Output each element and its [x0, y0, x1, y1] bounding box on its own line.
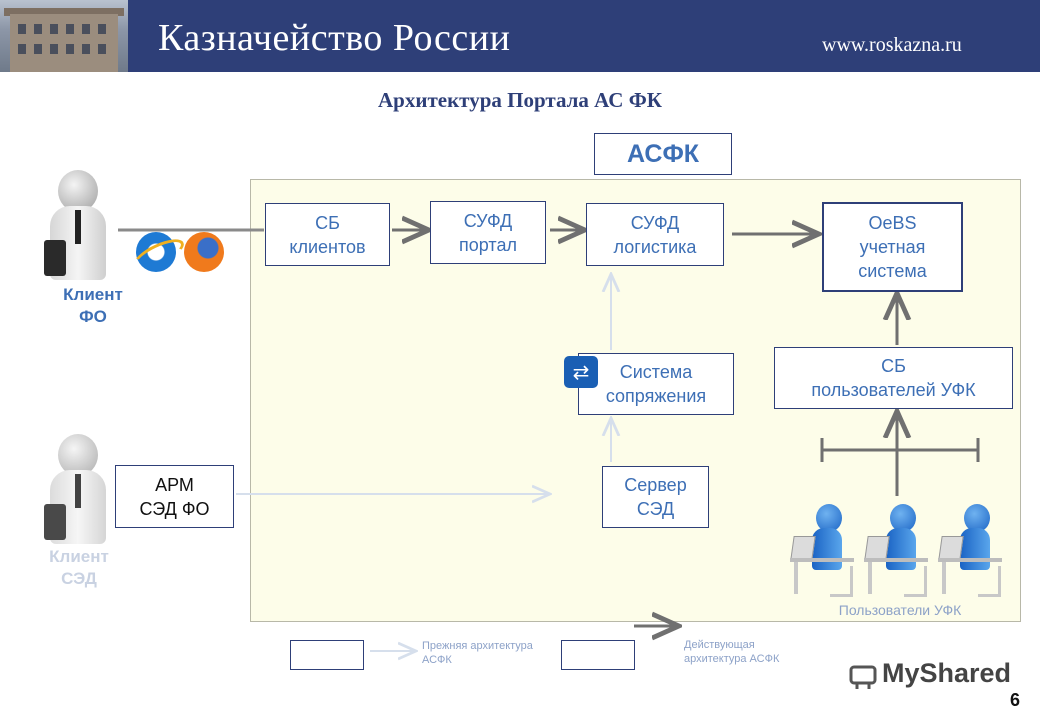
- client-fo-label: Клиент ФО: [63, 285, 123, 326]
- slide-title: Архитектура Портала АС ФК: [378, 88, 662, 112]
- briefcase-icon: [44, 240, 66, 276]
- asfk-label-box: АСФК: [594, 133, 732, 175]
- legend-current-box: [561, 640, 635, 670]
- logo-my: My: [882, 658, 920, 688]
- header-bar: Казначейство России www.roskazna.ru: [0, 0, 1040, 72]
- sufd-portal-box: СУФД портал: [430, 201, 546, 264]
- logo-shared: Shared: [919, 658, 1012, 688]
- worker-icon: [938, 500, 1002, 597]
- myshared-logo: MyShared: [848, 658, 1011, 689]
- sb-clients-box: СБ клиентов: [265, 203, 390, 266]
- header-title: Казначейство России: [158, 17, 511, 59]
- header-url[interactable]: www.roskazna.ru: [822, 34, 962, 56]
- firefox-icon: [184, 232, 224, 272]
- sufd-logistics-box: СУФД логистика: [586, 203, 724, 266]
- worker-icon: [864, 500, 928, 597]
- briefcase-icon: [44, 504, 66, 540]
- client-fo-person-icon: [44, 170, 110, 280]
- legend-old-box: [290, 640, 364, 670]
- page-number: 6: [1010, 690, 1021, 710]
- integration-system-box: Система сопряжения: [578, 353, 734, 415]
- client-sed-person-icon: [44, 434, 110, 544]
- legend-current-label: Действующая архитектура АСФК: [684, 639, 780, 665]
- oebs-box: OeBS учетная система: [822, 202, 963, 292]
- legend-old-label: Прежняя архитектура АСФК: [422, 640, 533, 666]
- building-photo: [0, 0, 128, 72]
- client-sed-label: Клиент СЭД: [49, 547, 109, 588]
- switch-icon: ⇄: [564, 356, 598, 388]
- ufk-users-label: Пользователи УФК: [838, 602, 962, 618]
- myshared-logo-icon: [848, 659, 878, 689]
- internet-explorer-icon: [136, 232, 176, 272]
- sed-server-box: Сервер СЭД: [602, 466, 709, 528]
- worker-icon: [790, 500, 854, 597]
- sb-users-ufk-box: СБ пользователей УФК: [774, 347, 1013, 409]
- arm-sed-fo-box: АРМ СЭД ФО: [115, 465, 234, 528]
